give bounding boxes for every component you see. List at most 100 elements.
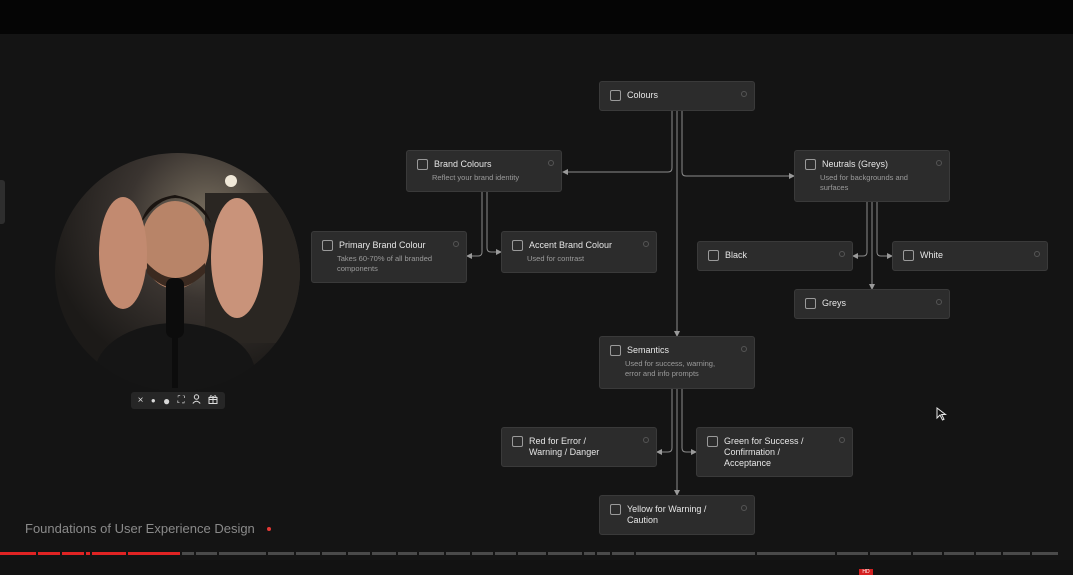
connector-brand-accent: [486, 192, 502, 255]
node-title: Yellow for Warning /Caution: [627, 504, 707, 525]
node-handle[interactable]: [839, 251, 845, 257]
progress-remaining-segment[interactable]: [636, 552, 755, 555]
node-yellow-warning[interactable]: Yellow for Warning /Caution: [599, 495, 755, 535]
connector-semantics-red: [656, 389, 673, 455]
progress-remaining-segment[interactable]: [296, 552, 320, 555]
node-checkbox[interactable]: [610, 90, 621, 101]
side-panel-handle[interactable]: [0, 180, 5, 224]
close-icon[interactable]: ×: [137, 394, 144, 406]
progress-remaining-segment[interactable]: [348, 552, 370, 555]
node-checkbox[interactable]: [512, 240, 523, 251]
progress-remaining-segment[interactable]: [976, 552, 1001, 555]
progress-remaining-segment[interactable]: [584, 552, 595, 555]
progress-remaining-segment[interactable]: [837, 552, 868, 555]
node-title: Accent Brand Colour: [529, 240, 613, 250]
node-semantics[interactable]: Semantics Used for success, warning,erro…: [599, 336, 755, 389]
progress-remaining-segment[interactable]: [446, 552, 470, 555]
node-handle[interactable]: [548, 160, 554, 166]
progress-remaining-segment[interactable]: [322, 552, 346, 555]
node-greys[interactable]: Greys: [794, 289, 950, 319]
progress-remaining-segment[interactable]: [548, 552, 582, 555]
progress-remaining-segment[interactable]: [597, 552, 610, 555]
progress-remaining-segment[interactable]: [419, 552, 444, 555]
node-brand-colours[interactable]: Brand Colours Reflect your brand identit…: [406, 150, 562, 192]
progress-remaining-segment[interactable]: [1003, 552, 1030, 555]
node-checkbox[interactable]: [512, 436, 523, 447]
progress-remaining-segment[interactable]: [757, 552, 835, 555]
progress-remaining-segment[interactable]: [1032, 552, 1058, 555]
video-progress-bar[interactable]: [0, 552, 1060, 557]
connector-colours-neutrals: [681, 111, 795, 179]
node-checkbox[interactable]: [707, 436, 718, 447]
fullscreen-icon[interactable]: ⛶: [177, 394, 185, 406]
node-handle[interactable]: [741, 505, 747, 511]
node-handle[interactable]: [839, 437, 845, 443]
node-checkbox[interactable]: [417, 159, 428, 170]
node-white[interactable]: White: [892, 241, 1048, 271]
progress-remaining-segment[interactable]: [518, 552, 546, 555]
node-checkbox[interactable]: [610, 504, 621, 515]
progress-played-segment[interactable]: [0, 552, 36, 555]
node-checkbox[interactable]: [805, 159, 816, 170]
node-red-error[interactable]: Red for Error /Warning / Danger: [501, 427, 657, 467]
node-handle[interactable]: [936, 160, 942, 166]
connector-neutrals-white: [876, 202, 893, 259]
video-title: Foundations of User Experience Design: [25, 521, 255, 536]
node-accent-brand-colour[interactable]: Accent Brand Colour Used for contrast: [501, 231, 657, 273]
progress-remaining-segment[interactable]: [870, 552, 911, 555]
node-checkbox[interactable]: [805, 298, 816, 309]
gift-icon[interactable]: [208, 394, 218, 407]
node-handle[interactable]: [453, 241, 459, 247]
progress-remaining-segment[interactable]: [219, 552, 266, 555]
node-checkbox[interactable]: [903, 250, 914, 261]
node-subtitle: Used for contrast: [527, 254, 585, 263]
progress-remaining-segment[interactable]: [612, 552, 634, 555]
progress-played-segment[interactable]: [62, 552, 84, 555]
record-circle-icon[interactable]: ●: [163, 393, 171, 408]
progress-remaining-segment[interactable]: [472, 552, 493, 555]
progress-remaining-segment[interactable]: [495, 552, 516, 555]
node-neutrals[interactable]: Neutrals (Greys) Used for backgrounds an…: [794, 150, 950, 202]
node-subtitle: Used for success, warning,error and info…: [625, 359, 716, 378]
progress-played-segment[interactable]: [86, 552, 90, 555]
progress-remaining-segment[interactable]: [196, 552, 217, 555]
progress-played-segment[interactable]: [128, 552, 180, 555]
person-icon[interactable]: [192, 394, 201, 407]
top-bar: [0, 0, 1073, 34]
progress-remaining-segment[interactable]: [944, 552, 974, 555]
node-handle[interactable]: [741, 346, 747, 352]
node-title: White: [920, 250, 944, 260]
node-title: Semantics: [627, 345, 670, 355]
node-checkbox[interactable]: [708, 250, 719, 261]
dot-icon[interactable]: ●: [150, 395, 156, 405]
node-primary-brand-colour[interactable]: Primary Brand Colour Takes 60-70% of all…: [311, 231, 467, 283]
node-handle[interactable]: [643, 437, 649, 443]
hd-badge: HD: [859, 569, 873, 575]
progress-remaining-segment[interactable]: [372, 552, 396, 555]
node-handle[interactable]: [1034, 251, 1040, 257]
node-colours[interactable]: Colours: [599, 81, 755, 111]
webcam-overlay[interactable]: [55, 153, 300, 391]
progress-played-segment[interactable]: [38, 552, 60, 555]
node-handle[interactable]: [643, 241, 649, 247]
node-title: Primary Brand Colour: [339, 240, 426, 250]
node-green-success[interactable]: Green for Success /Confirmation /Accepta…: [696, 427, 853, 477]
progress-remaining-segment[interactable]: [913, 552, 942, 555]
node-checkbox[interactable]: [610, 345, 621, 356]
progress-remaining-segment[interactable]: [398, 552, 417, 555]
connector-neutrals-black: [852, 202, 868, 259]
mouse-cursor-icon: [936, 407, 947, 421]
node-checkbox[interactable]: [322, 240, 333, 251]
node-title: Colours: [627, 90, 659, 100]
node-black[interactable]: Black: [697, 241, 853, 271]
node-title: Green for Success /Confirmation /Accepta…: [724, 436, 804, 468]
presenter-video: [95, 175, 300, 391]
node-handle[interactable]: [741, 91, 747, 97]
progress-remaining-segment[interactable]: [182, 552, 194, 555]
webcam-toolbar: × ● ● ⛶: [131, 392, 225, 409]
progress-played-segment[interactable]: [92, 552, 126, 555]
progress-remaining-segment[interactable]: [268, 552, 294, 555]
node-handle[interactable]: [936, 299, 942, 305]
